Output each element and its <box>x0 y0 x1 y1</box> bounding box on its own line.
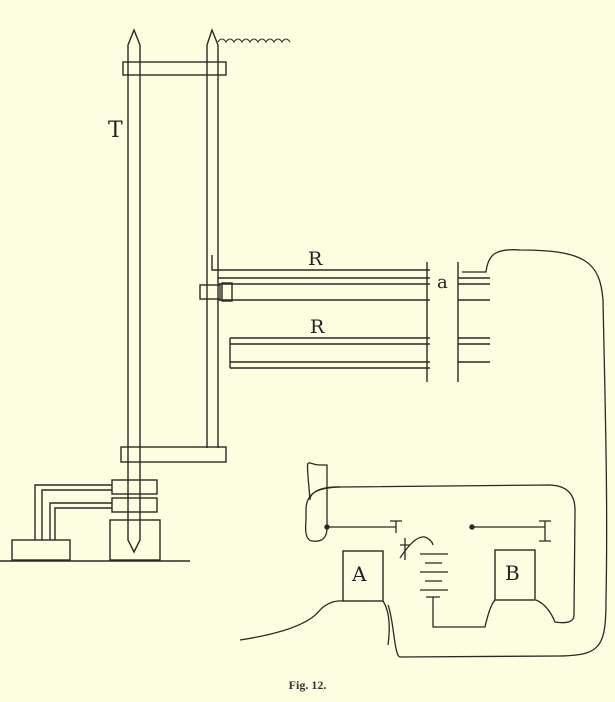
tube-apparatus <box>0 27 291 562</box>
label-box-a: A <box>352 562 367 586</box>
label-box-b: B <box>505 561 520 585</box>
box-b <box>494 549 536 601</box>
label-r-lower: R <box>310 316 325 338</box>
label-r-upper: R <box>308 248 323 270</box>
wires <box>239 249 608 658</box>
label-a-plate: a <box>437 272 448 293</box>
rods <box>199 255 490 382</box>
label-t: T <box>108 118 123 143</box>
figure-caption: Fig. 12. <box>288 678 327 692</box>
box-a <box>342 550 384 602</box>
